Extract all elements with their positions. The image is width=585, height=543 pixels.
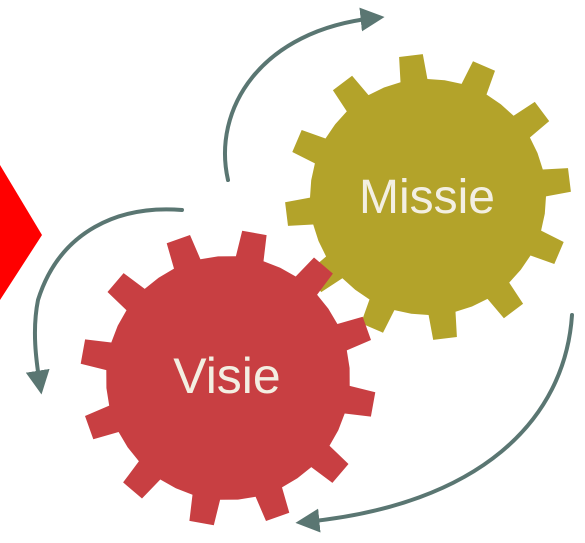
gear-visie-shape — [80, 230, 376, 526]
arrow-right-curve — [295, 313, 574, 533]
red-pointer-arrow — [0, 165, 42, 300]
gear-visie: Visie — [80, 230, 376, 526]
gear-visie-label: Visie — [173, 348, 280, 404]
gear-missie-shape — [285, 54, 571, 340]
gear-missie: Missie — [285, 54, 571, 340]
arrow-top-curve — [223, 7, 385, 182]
arrow-left-curve — [25, 207, 184, 395]
gear-missie-label: Missie — [359, 171, 495, 224]
